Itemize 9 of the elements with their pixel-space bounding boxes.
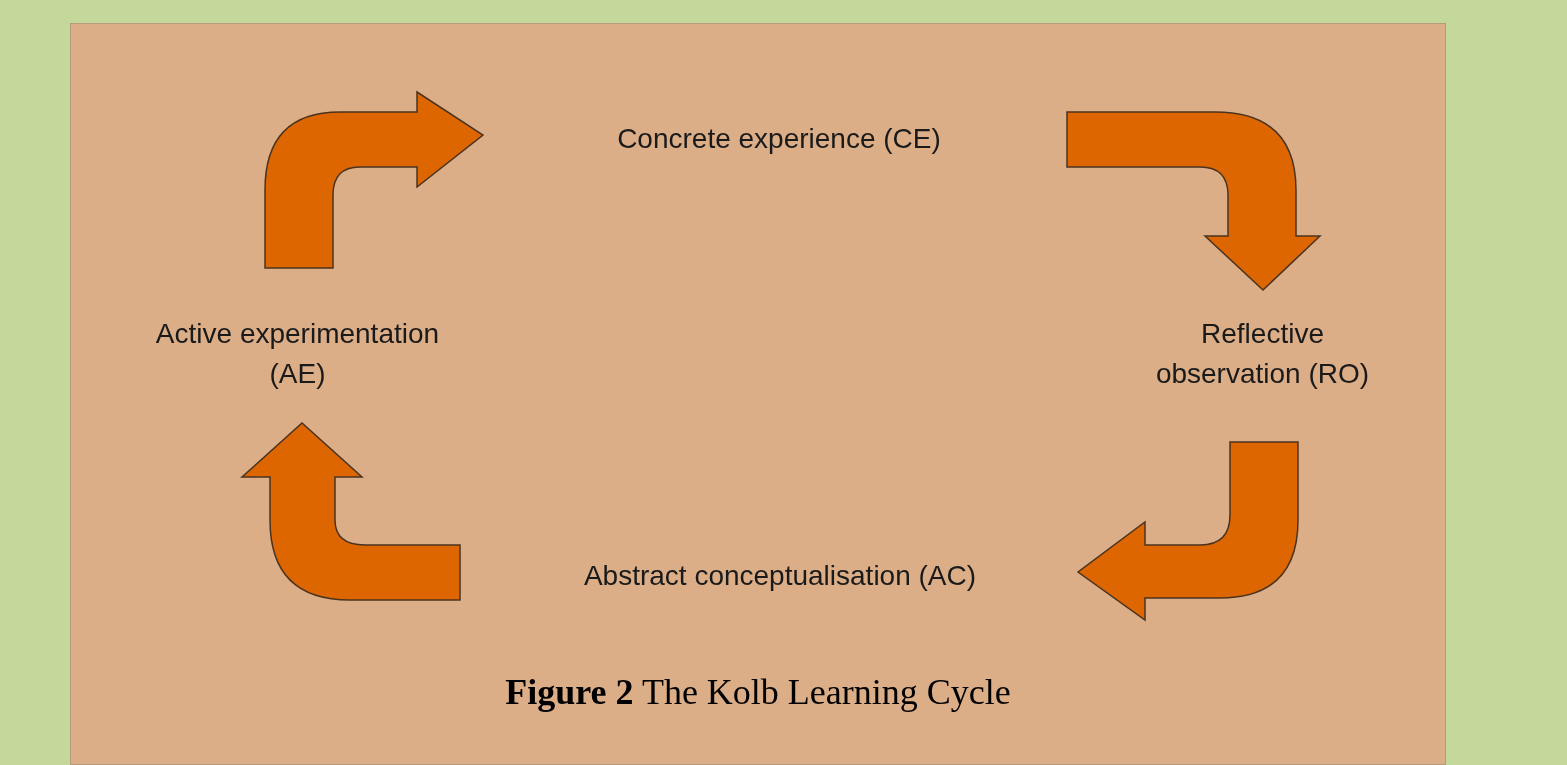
figure-caption: Figure 2 The Kolb Learning Cycle bbox=[505, 671, 1011, 714]
curved-block-arrow bbox=[241, 422, 461, 601]
stage-label: Abstract conceptualisation (AC) bbox=[583, 559, 977, 593]
curved-block-arrow bbox=[264, 91, 484, 269]
stage-label: Reflective observation (RO) bbox=[1154, 317, 1371, 391]
curved-block-arrow bbox=[1077, 441, 1299, 621]
curved-block-arrow bbox=[1066, 111, 1321, 291]
stage-label: Concrete experience (CE) bbox=[617, 122, 941, 156]
stage-label: Active experimentation (AE) bbox=[154, 317, 441, 391]
